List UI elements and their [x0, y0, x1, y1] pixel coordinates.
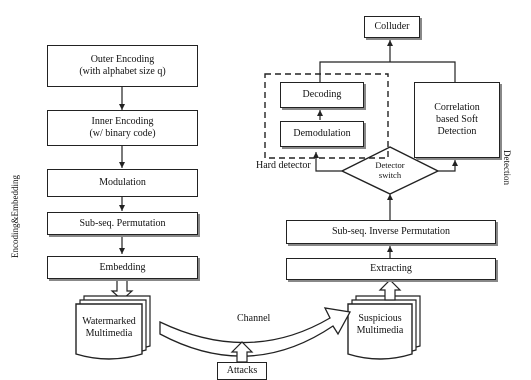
suspicious-doc-front [347, 303, 413, 360]
switch-line2: switch [378, 170, 402, 180]
attacks-box[interactable]: Attacks [217, 362, 267, 380]
colluder-box[interactable]: Colluder [364, 16, 420, 38]
inner-encoding-box[interactable]: Inner Encoding (w/ binary code) [47, 110, 198, 146]
correlation-line2: based Soft [436, 114, 478, 125]
watermarked-line1: Watermarked [82, 316, 136, 327]
watermarked-label: Watermarked Multimedia [78, 316, 140, 340]
suspicious-line1: Suspicious [358, 313, 402, 324]
inner-encoding-sublabel: (w/ binary code) [89, 128, 156, 139]
permutation-label: Sub-seq. Permutation [79, 217, 166, 229]
suspicious-label: Suspicious Multimedia [350, 313, 410, 337]
line-decoding-up [319, 61, 390, 82]
detector-switch-diamond[interactable] [340, 146, 440, 195]
modulation-label: Modulation [99, 177, 146, 188]
demodulation-label: Demodulation [293, 128, 351, 139]
decoding-box[interactable]: Decoding [280, 82, 364, 108]
arrow-switch-to-demod [313, 152, 342, 172]
embedding-label: Embedding [99, 261, 146, 273]
embedding-box[interactable]: Embedding [47, 256, 198, 279]
detection-side-label: Detection [502, 150, 512, 185]
extracting-box[interactable]: Extracting [286, 258, 496, 280]
detector-switch-label[interactable]: Detector switch [362, 160, 418, 180]
attacks-label: Attacks [226, 365, 258, 376]
outer-encoding-sublabel: (with alphabet size q) [79, 66, 166, 77]
extracting-label: Extracting [370, 263, 412, 274]
suspicious-line2: Multimedia [356, 325, 404, 336]
channel-label: Channel [237, 313, 271, 324]
arrow-switch-to-correlation [438, 160, 458, 172]
hard-detector-region [264, 73, 389, 159]
switch-line1: Detector [375, 160, 405, 170]
outer-encoding-label: Outer Encoding [90, 54, 155, 65]
outer-encoding-box[interactable]: Outer Encoding (with alphabet size q) [47, 45, 198, 87]
inverse-permutation-box[interactable]: Sub-seq. Inverse Permutation [286, 220, 496, 244]
modulation-box[interactable]: Modulation [47, 169, 198, 197]
permutation-box[interactable]: Sub-seq. Permutation [47, 212, 198, 235]
colluder-label: Colluder [374, 21, 410, 32]
channel-arrow [159, 307, 352, 357]
correlation-line3: Detection [437, 126, 477, 137]
decoding-label: Decoding [302, 89, 342, 100]
hollow-arrow-attacks [230, 341, 254, 363]
demodulation-box[interactable]: Demodulation [280, 121, 364, 147]
watermarked-doc-front [75, 303, 143, 360]
inverse-permutation-label: Sub-seq. Inverse Permutation [331, 226, 451, 237]
line-correlation-up [390, 61, 456, 82]
hard-detector-label: Hard detector [256, 160, 311, 171]
hollow-arrow-extract [378, 279, 402, 301]
inner-encoding-label: Inner Encoding [91, 116, 154, 127]
encoding-side-label: Encoding&Embedding [10, 175, 20, 258]
correlation-box[interactable]: Correlation based Soft Detection [414, 82, 500, 158]
correlation-line1: Correlation [434, 102, 480, 113]
watermarked-line2: Multimedia [85, 328, 133, 339]
